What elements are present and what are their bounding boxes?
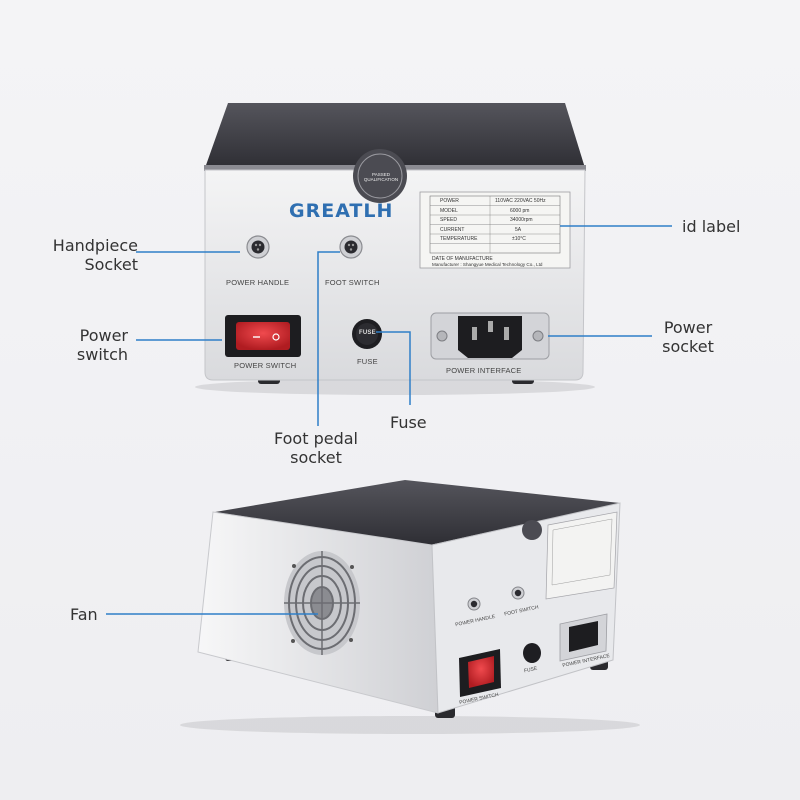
callout-text: Handpiece [52,236,138,255]
label-power-interface: POWER INTERFACE [446,366,522,375]
callout-text: Power [79,326,128,345]
label-power-switch: POWER SWITCH [234,361,297,370]
callout-power-switch: Power switch [20,326,128,364]
id-row-key: DATE OF MANUFACTURE [432,256,493,262]
label-power-handle: POWER HANDLE [226,278,290,287]
callout-text: switch [76,345,128,364]
callout-foot-pedal-socket: Foot pedal socket [256,429,376,467]
device-bottom [180,480,640,734]
callout-text: socket [290,448,342,467]
fuse-cap-text: FUSE [359,330,376,336]
callout-text: Socket [84,255,138,274]
id-row-key: TEMPERATURE [440,236,478,242]
fan [284,551,360,655]
id-row-key: CURRENT [440,226,465,233]
id-row-key: SPEED [440,217,457,223]
id-row-value: ±10°C [512,236,526,242]
qualification-stamp: PASSED QUALIFICATION [363,172,399,182]
callout-text: Power [663,318,713,337]
label-fuse: FUSE [357,357,378,366]
callout-text: socket [662,337,714,356]
id-row-value: 34000rpm [510,217,533,223]
callout-text: Foot pedal [274,429,358,448]
brand-logo: GREATLH [289,200,394,222]
device-top [195,103,595,395]
id-manufacturer: Manufacturer : Shangyue Medical Technolo… [432,262,543,267]
id-row-key: POWER [440,198,459,204]
callout-power-socket: Power socket [648,318,728,356]
callout-handpiece-socket: Handpiece Socket [20,236,138,274]
callout-fan: Fan [70,605,98,624]
id-row-value: 5A [515,226,522,233]
callout-lines [106,225,672,615]
callout-fuse: Fuse [390,413,427,432]
id-row-value: 110VAC 220VAC 50Hz [495,198,546,204]
id-row-key: MODEL [440,207,458,214]
label-foot-switch: FOOT SWITCH [325,278,380,287]
callout-id-label: id label [682,217,741,236]
id-row-value: 6000 pm [510,207,530,214]
